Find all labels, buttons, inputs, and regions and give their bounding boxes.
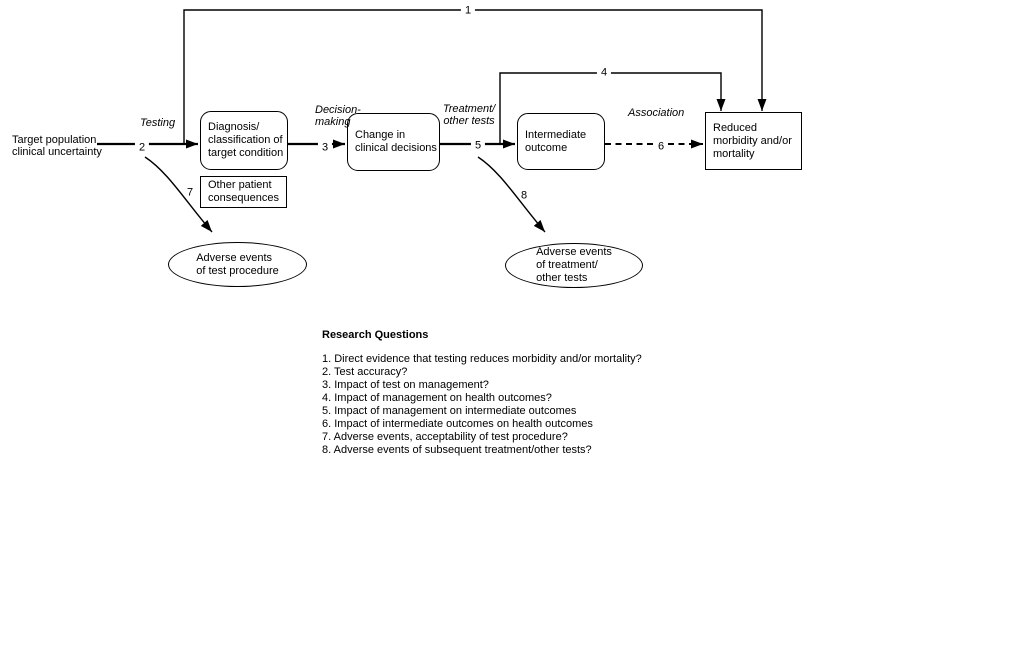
node-adverse-test-events: Adverse events of test procedure xyxy=(168,242,307,287)
target-population-label: Target population clinical uncertainty xyxy=(12,134,102,158)
node-adverse-treatment-events-label: Adverse events of treatment/ other tests xyxy=(536,246,612,284)
step-number-1: 1 xyxy=(460,4,476,18)
step-number-2: 2 xyxy=(134,141,150,155)
edge-label-testing: Testing xyxy=(140,117,176,129)
node-change-decisions-label: Change in clinical decisions xyxy=(355,129,437,154)
adverse-treatment-curve-8 xyxy=(477,156,546,233)
node-intermediate-outcome-label: Intermediate outcome xyxy=(525,128,587,154)
node-adverse-treatment-events: Adverse events of treatment/ other tests xyxy=(505,243,643,288)
edge-label-treatment: Treatment/ other tests xyxy=(442,103,496,127)
step-number-5: 5 xyxy=(470,139,486,153)
node-other-consequences-label: Other patient consequences xyxy=(208,179,279,204)
research-question-item: 6. Impact of intermediate outcomes on he… xyxy=(322,418,593,430)
node-adverse-test-events-label: Adverse events of test procedure xyxy=(196,251,279,277)
step-number-8: 8 xyxy=(520,189,528,202)
research-question-item: 1. Direct evidence that testing reduces … xyxy=(322,353,642,365)
node-reduced-morbidity: Reduced morbidity and/or mortality xyxy=(705,112,802,170)
adverse-test-curve-7 xyxy=(144,156,213,233)
edge-label-decision-making: Decision- making xyxy=(315,104,361,128)
edge-label-association: Association xyxy=(628,107,685,119)
node-reduced-morbidity-label: Reduced morbidity and/or mortality xyxy=(713,121,792,160)
node-diagnosis-label: Diagnosis/ classification of target cond… xyxy=(208,121,284,159)
node-intermediate-outcome: Intermediate outcome xyxy=(517,113,605,170)
research-question-item: 8. Adverse events of subsequent treatmen… xyxy=(322,444,592,456)
research-question-item: 2. Test accuracy? xyxy=(322,366,408,378)
research-questions-list: 1. Direct evidence that testing reduces … xyxy=(322,353,642,457)
research-question-item: 3. Impact of test on management? xyxy=(322,379,489,391)
step-number-6: 6 xyxy=(653,140,669,154)
node-diagnosis: Diagnosis/ classification of target cond… xyxy=(200,111,288,170)
node-change-decisions: Change in clinical decisions xyxy=(347,113,440,171)
research-questions-heading: Research Questions xyxy=(322,329,429,341)
step-number-7: 7 xyxy=(186,186,194,199)
node-other-consequences: Other patient consequences xyxy=(200,176,287,208)
research-questions-section: Research Questions 1. Direct evidence th… xyxy=(322,329,642,457)
step-number-4: 4 xyxy=(596,66,612,80)
research-question-item: 7. Adverse events, acceptability of test… xyxy=(322,431,568,443)
step-number-3: 3 xyxy=(317,141,333,155)
research-question-item: 4. Impact of management on health outcom… xyxy=(322,392,552,404)
research-question-item: 5. Impact of management on intermediate … xyxy=(322,405,577,417)
